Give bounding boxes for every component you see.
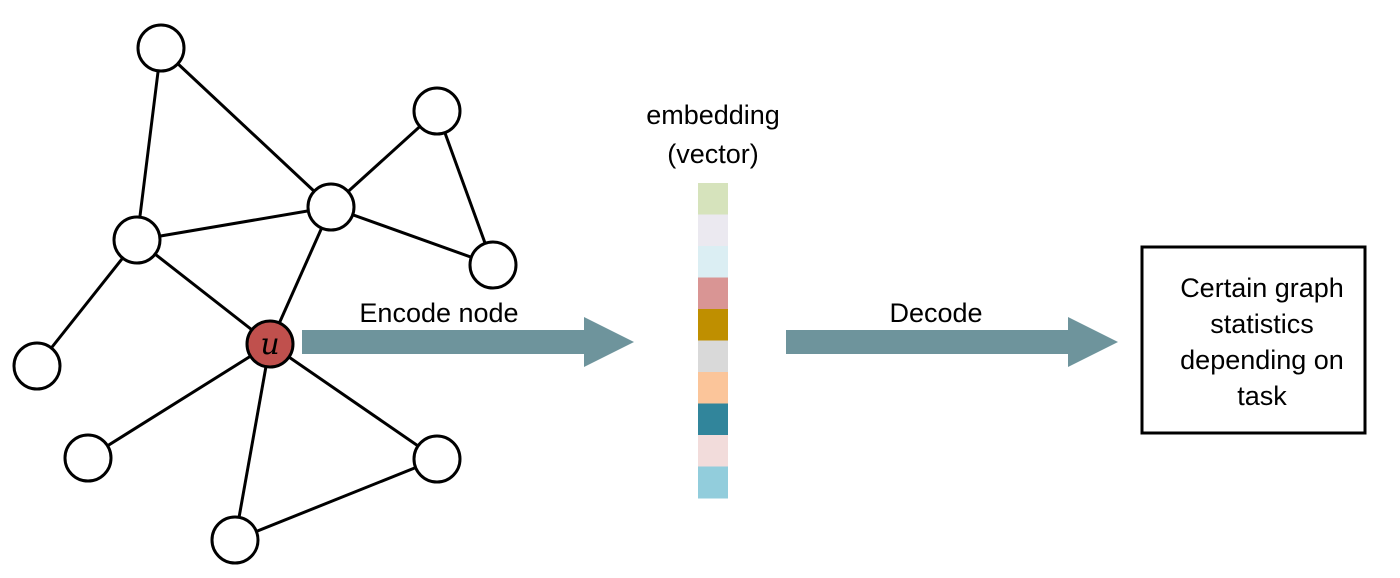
embedding-cell [698, 214, 728, 247]
decode-arrow [786, 317, 1118, 367]
edge [159, 46, 333, 209]
graph-edges [35, 46, 495, 542]
edge [35, 239, 139, 367]
graph-node [210, 515, 260, 565]
edge [330, 205, 494, 267]
graph-node [63, 433, 113, 483]
graph-nodes: u [12, 23, 518, 565]
edge [269, 342, 438, 461]
focus-node-u [245, 319, 295, 369]
edge [234, 457, 438, 542]
decode-label: Decode [889, 298, 982, 328]
output-box-line: task [1237, 381, 1287, 411]
edge [268, 206, 333, 345]
focus-node-label: u [260, 327, 279, 362]
embedding-cell [698, 466, 728, 499]
graph-node [136, 23, 186, 73]
output-box-line: Certain graph [1180, 273, 1344, 303]
edge [135, 47, 163, 241]
graph-node [412, 434, 462, 484]
embedding-label-line1: embedding [646, 100, 780, 130]
embedding-cell [698, 435, 728, 467]
graph-node [112, 215, 162, 265]
edge [87, 342, 271, 460]
encode-arrow [302, 317, 634, 367]
encode-label: Encode node [359, 298, 518, 328]
graph-node [468, 240, 518, 290]
embedding-cell [698, 340, 728, 373]
graph-node [306, 182, 356, 232]
embedding-cell [698, 277, 728, 310]
output-box-line: statistics [1210, 309, 1314, 339]
output-box-line: depending on [1180, 345, 1344, 375]
embedding-vector [698, 183, 728, 499]
edge [136, 238, 271, 346]
embedding-cell [698, 183, 728, 215]
embedding-cell [698, 246, 728, 278]
embedding-cell [698, 309, 728, 341]
edge [233, 343, 272, 541]
graph-node [12, 341, 62, 391]
edge [435, 110, 495, 266]
embedding-label-line2: (vector) [667, 139, 759, 169]
graph-node [412, 86, 462, 136]
edge [136, 205, 332, 242]
embedding-cell [698, 403, 728, 436]
output-box [1140, 245, 1367, 435]
embedding-cell [698, 372, 728, 404]
